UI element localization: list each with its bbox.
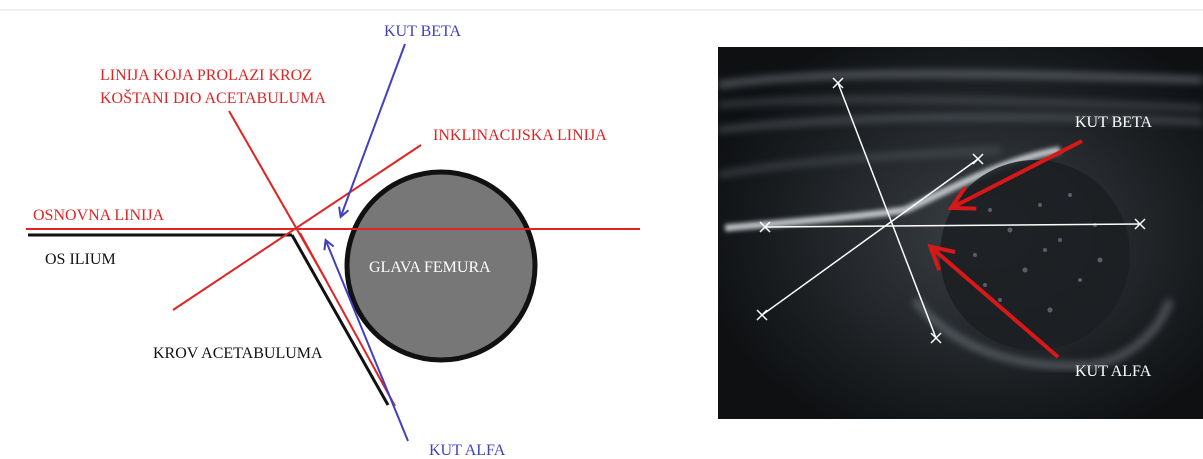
- label-kut-beta: KUT BETA: [384, 23, 462, 40]
- label-inclination-line: INKLINACIJSKA LINIJA: [433, 127, 607, 144]
- label-bony-line-1: LINIJA KOJA PROLAZI KROZ: [100, 67, 312, 84]
- us-label-kut-beta: KUT BETA: [1075, 114, 1153, 131]
- us-label-kut-alfa: KUT ALFA: [1075, 363, 1152, 380]
- label-bony-line-2: KOŠTANI DIO ACETABULUMA: [100, 88, 326, 107]
- ultrasound-image: KUT BETA KUT ALFA: [718, 47, 1203, 419]
- label-os-ilium: OS ILIUM: [45, 251, 116, 268]
- label-kut-alfa: KUT ALFA: [429, 442, 506, 459]
- bony-acetabulum-line: [229, 111, 326, 280]
- schematic-diagram: KUT BETA LINIJA KOJA PROLAZI KROZ KOŠTAN…: [26, 23, 640, 459]
- label-femoral-head: GLAVA FEMURA: [369, 259, 491, 276]
- label-acetabular-roof: KROV ACETABULUMA: [153, 345, 323, 362]
- label-baseline: OSNOVNA LINIJA: [33, 207, 165, 224]
